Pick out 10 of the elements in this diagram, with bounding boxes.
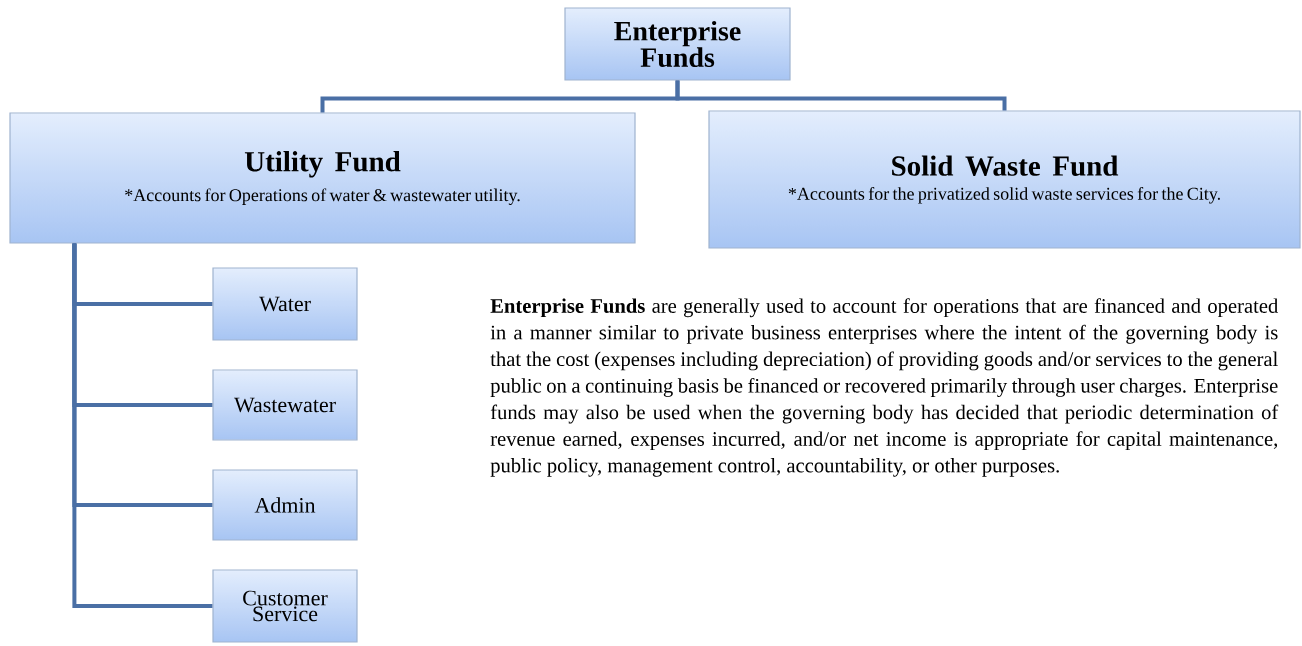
fund-box: Wastewater [212, 369, 358, 441]
connector-line [675, 80, 1007, 111]
connector-line [72, 243, 213, 608]
fund-box: Enterprise Funds [564, 7, 791, 81]
fund-box: Admin [212, 469, 358, 541]
fund-box: Solid Waste Fund *Accounts for the privatized solid waste services for the City. [708, 110, 1301, 249]
fund-box: Water [212, 267, 358, 341]
fund-box: Utility Fund *Accounts for Operations of water & wastewater utility. [9, 112, 636, 244]
fund-box: Customer Service [212, 569, 358, 643]
description-paragraph: Enterprise Funds are generally used to account for operations that are financed and operated in a manner similar to private business enterprises where the intent of the governing body is that the cost (expenses including depreciation) of providing goods and/or services to the general public on a continuing basis be financed or recovered primarily through user charges. Enterprise funds may also be used when the governing body has decided that periodic determination of revenue earned, expenses incurred, and/or net income is appropriate for capital maintenance, public policy, management control, accountability, or other purposes. [490, 298, 1279, 477]
